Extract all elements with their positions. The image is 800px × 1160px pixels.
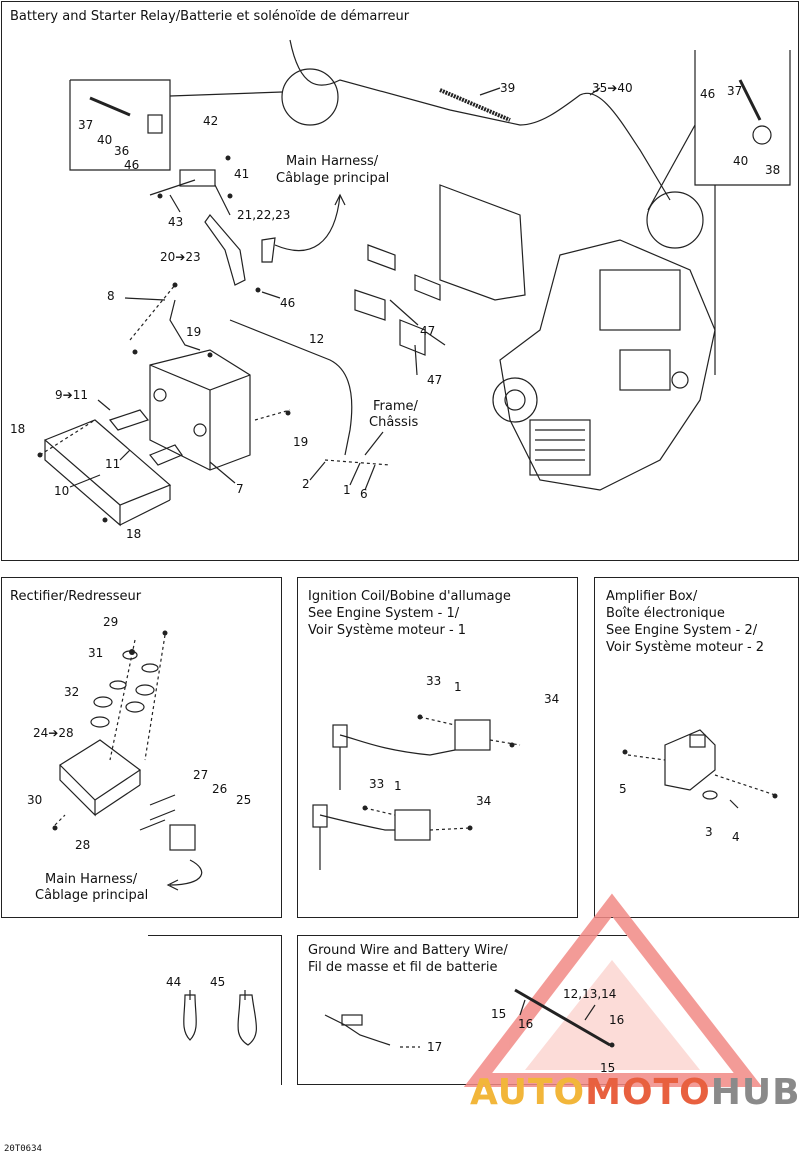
callout-38: 38 xyxy=(765,163,781,177)
rectifier-panel xyxy=(1,577,282,918)
callout-33a: 33 xyxy=(426,674,442,688)
callout-37b: 37 xyxy=(727,84,743,98)
frame-label-2: Châssis xyxy=(369,415,419,430)
ignition-title-3: Voir Système moteur - 1 xyxy=(308,623,467,638)
amplifier-title-2: Boîte électronique xyxy=(606,606,725,621)
callout-19b: 19 xyxy=(293,435,309,449)
callout-19a: 19 xyxy=(186,325,202,339)
callout-34b: 34 xyxy=(476,794,492,808)
ignition-title-2: See Engine System - 1/ xyxy=(308,606,460,621)
ground-title-2: Fil de masse et fil de batterie xyxy=(308,960,498,975)
callout-6: 6 xyxy=(360,487,368,501)
callout-8: 8 xyxy=(107,289,115,303)
callout-39: 39 xyxy=(500,81,516,95)
callout-18b: 18 xyxy=(126,527,142,541)
callout-15b: 15 xyxy=(600,1061,616,1075)
watermark-part-2: MOTO xyxy=(585,1072,711,1113)
callout-34a: 34 xyxy=(544,692,560,706)
ground-panel xyxy=(297,935,627,1085)
callout-46: 46 xyxy=(124,158,140,172)
callout-42: 42 xyxy=(203,114,219,128)
callout-32: 32 xyxy=(64,685,80,699)
callout-30: 30 xyxy=(27,793,43,807)
callout-25: 25 xyxy=(236,793,252,807)
callout-46c: 46 xyxy=(280,296,296,310)
watermark-text: AUTOMOTOHUB xyxy=(470,1072,800,1113)
callout-11: 11 xyxy=(105,457,121,471)
rectifier-main-harness-2: Câblage principal xyxy=(35,888,149,903)
ground-title-1: Ground Wire and Battery Wire/ xyxy=(308,943,508,958)
watermark-triangle xyxy=(463,893,763,1087)
callout-40: 40 xyxy=(97,133,113,147)
callout-33b: 33 xyxy=(369,777,385,791)
watermark-part-3: HUB xyxy=(710,1072,800,1113)
callout-16b: 16 xyxy=(609,1013,625,1027)
rectifier-panel-title: Rectifier/Redresseur xyxy=(10,589,142,604)
callout-44: 44 xyxy=(166,975,182,989)
callout-29: 29 xyxy=(103,615,119,629)
callout-5: 5 xyxy=(619,782,627,796)
callout-40b: 40 xyxy=(733,154,749,168)
callout-16a: 16 xyxy=(518,1017,534,1031)
callout-37: 37 xyxy=(78,118,94,132)
callout-2: 2 xyxy=(302,477,310,491)
callout-12-13-14: 12,13,14 xyxy=(563,987,617,1001)
callout-45: 45 xyxy=(210,975,226,989)
callout-26: 26 xyxy=(212,782,228,796)
callout-17: 17 xyxy=(427,1040,443,1054)
callout-12: 12 xyxy=(309,332,325,346)
callout-18a: 18 xyxy=(10,422,26,436)
figure-code: 20T0634 xyxy=(4,1144,42,1154)
amplifier-title-1: Amplifier Box/ xyxy=(606,589,698,604)
callout-41: 41 xyxy=(234,167,250,181)
callout-27: 27 xyxy=(193,768,209,782)
rectifier-main-harness-1: Main Harness/ xyxy=(45,872,138,887)
callout-4: 4 xyxy=(732,830,740,844)
callout-10: 10 xyxy=(54,484,70,498)
callout-36: 36 xyxy=(114,144,130,158)
amplifier-title-3: See Engine System - 2/ xyxy=(606,623,758,638)
callout-1a: 1 xyxy=(454,680,462,694)
battery-panel xyxy=(1,1,799,561)
callout-1b: 1 xyxy=(394,779,402,793)
ignition-panel xyxy=(297,577,578,918)
callout-28: 28 xyxy=(75,838,91,852)
battery-panel-title: Battery and Starter Relay/Batterie et so… xyxy=(10,9,410,24)
callout-1: 1 xyxy=(343,483,351,497)
callout-20-23: 20➔23 xyxy=(160,250,201,264)
watermark-part-1: AUTO xyxy=(470,1072,586,1113)
amplifier-panel xyxy=(594,577,799,918)
callout-15a: 15 xyxy=(491,1007,507,1021)
callout-46b: 46 xyxy=(700,87,716,101)
amplifier-title-4: Voir Système moteur - 2 xyxy=(606,640,765,655)
main-harness-label-1: Main Harness/ xyxy=(286,154,379,169)
callout-9-11: 9➔11 xyxy=(55,388,88,402)
callout-3: 3 xyxy=(705,825,713,839)
callout-43: 43 xyxy=(168,215,184,229)
callout-47a: 47 xyxy=(420,324,436,338)
clamps-panel xyxy=(148,935,282,1085)
ignition-title-1: Ignition Coil/Bobine d'allumage xyxy=(308,589,511,604)
callout-24-28: 24➔28 xyxy=(33,726,74,740)
callout-35-40: 35➔40 xyxy=(592,81,633,95)
callout-21-22-23: 21,22,23 xyxy=(237,208,291,222)
main-harness-label-2: Câblage principal xyxy=(276,171,390,186)
frame-label-1: Frame/ xyxy=(373,399,418,414)
callout-7: 7 xyxy=(236,482,244,496)
callout-31: 31 xyxy=(88,646,104,660)
callout-47b: 47 xyxy=(427,373,443,387)
